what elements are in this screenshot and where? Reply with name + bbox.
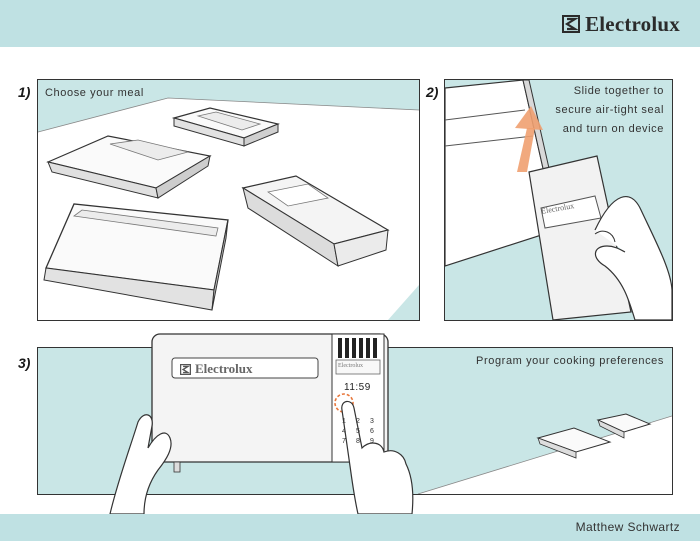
brand-name: Electrolux bbox=[585, 11, 680, 36]
brand-logo: Electrolux bbox=[562, 11, 680, 37]
device-screen-brand-text: Electrolux bbox=[195, 361, 253, 376]
electrolux-logo-small-icon bbox=[180, 363, 191, 375]
right-hand-illustration bbox=[341, 400, 414, 514]
large-meal-tray bbox=[43, 203, 229, 311]
meal-trays-on-table bbox=[536, 413, 652, 459]
device-keypad: 1 2 3 4 5 6 7 8 9 bbox=[338, 418, 378, 445]
keypad-key-5[interactable]: 5 bbox=[356, 428, 360, 435]
step-3-illustration bbox=[417, 413, 672, 494]
step-1-illustration bbox=[38, 97, 419, 320]
keypad-key-6[interactable]: 6 bbox=[370, 428, 374, 435]
step-2-illustration bbox=[445, 80, 672, 320]
header-bar: Electrolux bbox=[0, 0, 700, 47]
keypad-key-4[interactable]: 4 bbox=[342, 428, 346, 435]
electrolux-logo-icon bbox=[562, 15, 581, 33]
cooking-device bbox=[528, 155, 632, 320]
medium-meal-tray bbox=[46, 135, 212, 199]
step-1-panel: Choose your meal bbox=[37, 79, 420, 321]
device-closeup-drawing bbox=[109, 333, 414, 514]
step-2-panel: Slide together to secure air-tight seal … bbox=[444, 79, 673, 321]
step-2-caption: Slide together to secure air-tight seal … bbox=[555, 82, 664, 139]
sealed-meal-container bbox=[241, 175, 390, 268]
step-1-caption: Choose your meal bbox=[45, 87, 144, 99]
step-2-number: 2) bbox=[426, 84, 439, 100]
keypad-key-2[interactable]: 2 bbox=[356, 418, 360, 425]
keypad-key-3[interactable]: 3 bbox=[370, 418, 374, 425]
keypad-key-8[interactable]: 8 bbox=[356, 438, 360, 445]
keypad-key-9[interactable]: 9 bbox=[370, 438, 374, 445]
step-3-caption: Program your cooking preferences bbox=[476, 355, 664, 367]
step-3-number: 3) bbox=[18, 355, 31, 371]
device-panel-brand: Electrolux bbox=[338, 363, 363, 369]
vent-slots bbox=[338, 338, 377, 358]
left-hand-illustration bbox=[109, 414, 172, 514]
keypad-key-1[interactable]: 1 bbox=[342, 418, 346, 425]
step-2-caption-line-2: secure air-tight seal bbox=[555, 104, 664, 116]
device-screen-brand: Electrolux bbox=[180, 361, 253, 377]
author-credit: Matthew Schwartz bbox=[575, 520, 680, 534]
footer-bar: Matthew Schwartz bbox=[0, 514, 700, 541]
step-2-caption-line-3: and turn on device bbox=[562, 123, 664, 135]
step-2-caption-line-1: Slide together to bbox=[573, 85, 664, 97]
keypad-key-7[interactable]: 7 bbox=[342, 438, 346, 445]
device-closeup: Electrolux Electrolux 11:59 1 2 3 4 5 6 … bbox=[100, 330, 420, 514]
step-1-number: 1) bbox=[18, 84, 31, 100]
hand-illustration bbox=[594, 196, 672, 320]
press-highlight bbox=[334, 393, 354, 413]
slide-arrow-icon bbox=[515, 106, 543, 172]
small-meal-tray bbox=[171, 107, 280, 147]
device-clock-display: 11:59 bbox=[344, 382, 371, 393]
